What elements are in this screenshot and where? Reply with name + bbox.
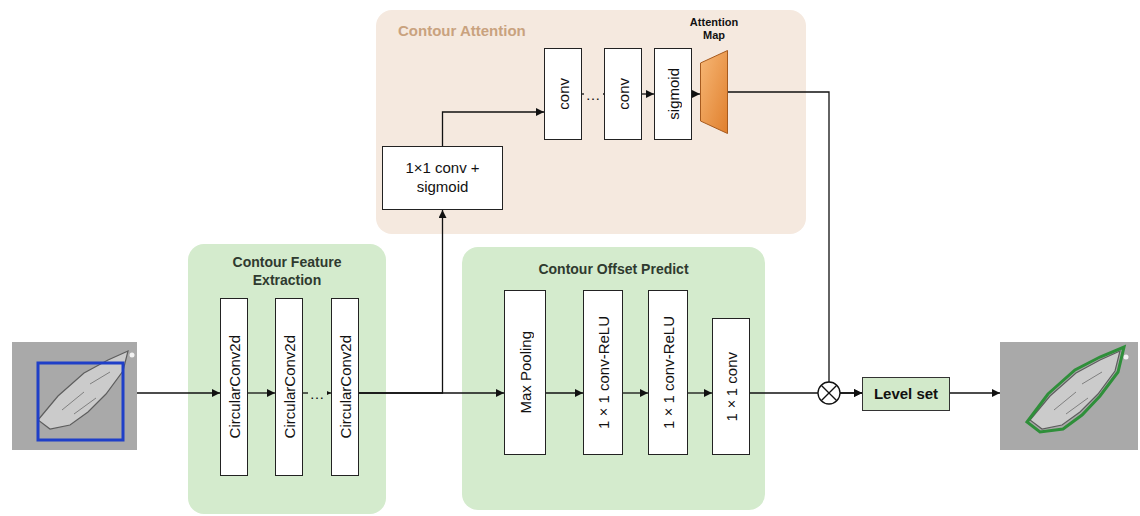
panel: Contour Offset PredictMax Pooling 1×1 con… (462, 247, 765, 510)
input-arrow (137, 392, 220, 393)
layer-box: conv (544, 48, 582, 140)
bounding-box (38, 363, 123, 440)
panel-background (188, 244, 386, 514)
flow-arrow (359, 210, 443, 393)
multiply-cross (821, 385, 837, 401)
layer-label: CircularConv2d (338, 335, 353, 438)
layer-label: 1×1 conv-ReLU (661, 316, 676, 429)
panel-title: Contour Feature Extraction (217, 254, 357, 289)
panel-background (462, 247, 765, 510)
flow-arrow (248, 392, 275, 393)
layer-label: 1×1 conv-ReLU (596, 316, 611, 429)
cell-texture (1054, 372, 1102, 414)
layer-box: CircularConv2d (331, 298, 359, 476)
segmentation-contour (1027, 347, 1124, 432)
layer-label: CircularConv2d (282, 335, 297, 438)
attention-map: Attention Map (700, 50, 728, 134)
layer-label: CircularConv2d (227, 335, 242, 438)
layer-box: CircularConv2d (275, 298, 303, 476)
box-label: Level set (874, 385, 938, 404)
layer-box: CircularConv2d (220, 298, 248, 476)
layer-box: sigmoid (654, 48, 692, 140)
output-arrow (950, 392, 1000, 393)
panel-layer (188, 10, 806, 514)
layer-box: Max Pooling (504, 290, 546, 455)
panel: Contour Feature ExtractionCircularConv2d… (188, 244, 386, 514)
layer-label: conv (616, 78, 631, 110)
layer-box: 1×1 conv (712, 318, 750, 455)
layer-label: Max Pooling (518, 331, 533, 414)
layer-label: sigmoid (666, 68, 681, 120)
multiply-symbol (818, 382, 840, 404)
layer-box: 1×1 conv-ReLU (583, 290, 623, 455)
box-label: 1×1 conv + sigmoid (383, 159, 502, 197)
flow-arrow (642, 93, 654, 94)
flow-arrow (546, 392, 583, 393)
ellipsis-label: … (308, 386, 327, 401)
panel: Contour Attention 1×1 conv + sigmoid conv c… (376, 10, 806, 234)
input-image (12, 342, 137, 450)
flow-arrow (443, 112, 545, 146)
process-box: 1×1 conv + sigmoid (382, 146, 503, 210)
multiply-cross (821, 385, 837, 401)
cell-shape (1030, 351, 1120, 429)
cell-texture (62, 372, 110, 414)
layer-label: conv (556, 78, 571, 110)
attention-map-shape (700, 50, 728, 134)
flow-arrow (623, 392, 648, 393)
panel-title: Contour Offset Predict (472, 261, 755, 279)
output-image (1000, 342, 1138, 450)
layer-label: 1×1 conv (724, 352, 739, 422)
layer-box: 1×1 conv-ReLU (648, 290, 688, 455)
map-label: Attention Map (683, 16, 745, 42)
panel-background (376, 10, 806, 234)
speck (1124, 355, 1129, 360)
layer-box: conv (604, 48, 642, 140)
attention-map-shape (701, 51, 728, 134)
flow-arrow (688, 392, 712, 393)
speck (130, 353, 135, 358)
ellipsis-label: … (584, 87, 603, 102)
flow-arrow (692, 93, 700, 94)
panel-title: Contour Attention (398, 22, 698, 41)
process-box: Level set (862, 377, 950, 411)
